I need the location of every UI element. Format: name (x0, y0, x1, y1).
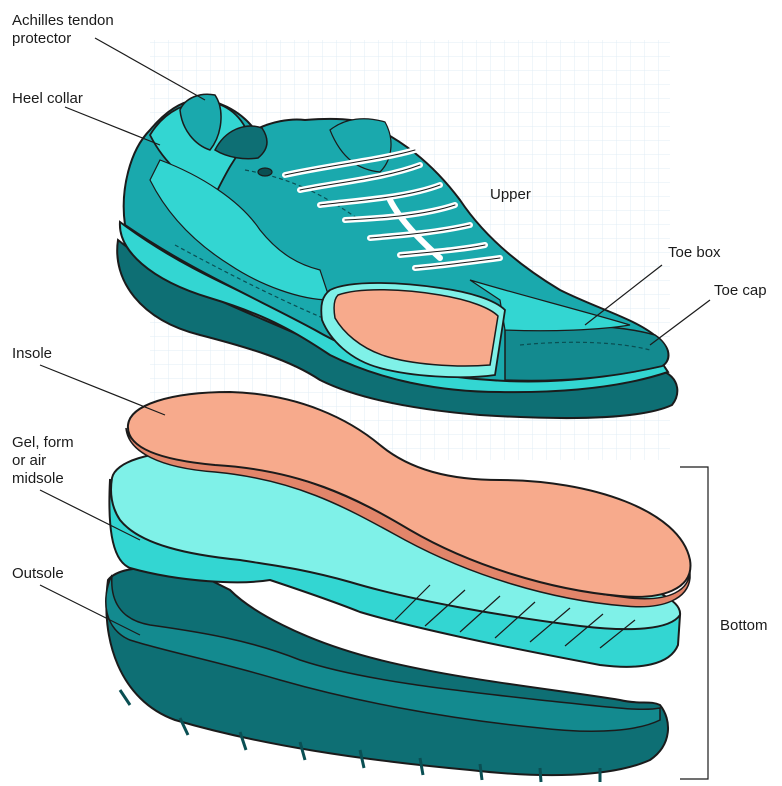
label-midsole-line3: midsole (12, 470, 64, 488)
label-midsole-line2: or air (12, 452, 46, 470)
label-achilles-tendon-line2: protector (12, 30, 71, 48)
label-bottom: Bottom (720, 617, 768, 635)
label-toe-cap: Toe cap (714, 282, 767, 300)
shoe-eyelet (258, 168, 272, 176)
label-midsole-line1: Gel, form (12, 434, 74, 452)
label-heel-collar: Heel collar (12, 90, 83, 108)
label-upper: Upper (490, 186, 531, 204)
label-toe-box: Toe box (668, 244, 721, 262)
label-achilles-tendon-line1: Achilles tendon (12, 12, 114, 30)
label-insole: Insole (12, 345, 52, 363)
bottom-bracket (680, 467, 708, 779)
leader-heel-collar (65, 107, 160, 145)
leader-insole (40, 365, 165, 415)
label-outsole: Outsole (12, 565, 64, 583)
